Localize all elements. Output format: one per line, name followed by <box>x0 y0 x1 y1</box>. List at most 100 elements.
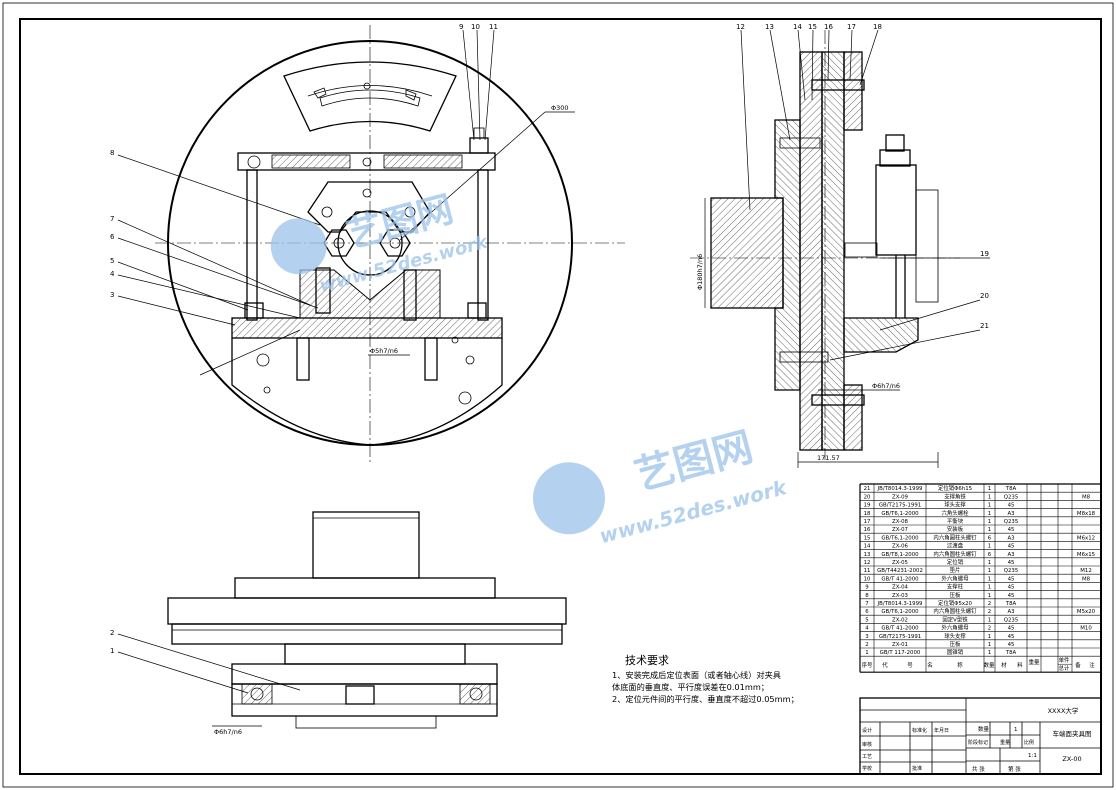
bom-cell-material: 45 <box>1008 560 1015 566</box>
label-20: 20 <box>980 292 989 300</box>
title-block: XXXX大学 车端面夹具图 ZX-00 数量 1 阶段标记 重量 比例 1:1 … <box>859 697 1102 775</box>
bom-cell-name: 内六角圆柱头螺钉 <box>933 533 977 541</box>
label-11: 11 <box>489 23 498 31</box>
bom-header-cell: 注 <box>1089 661 1095 669</box>
tech-requirements: 技术要求 1、安装完成后定位表面（或者轴心线）对夹具 体底面的垂直度、平行度误差… <box>612 654 799 704</box>
bom-cell-code: GB/T 117-2000 <box>880 650 921 656</box>
bom-cell-code: GB/T6,1-2000 <box>881 609 919 615</box>
bom-cell-no: 8 <box>865 593 869 599</box>
bom-cell-note: M6x15 <box>1077 552 1095 558</box>
bom-cell-name: 固定V型铁 <box>942 615 968 623</box>
bom-cell-no: 19 <box>864 503 871 509</box>
bom-cell-no: 10 <box>864 576 871 582</box>
bom-cell-qty: 1 <box>988 494 991 500</box>
bom-cell-name: 六角头螺栓 <box>942 509 970 517</box>
bom-cell-code: ZX-08 <box>892 519 908 525</box>
bom-cell-qty: 1 <box>988 585 991 591</box>
watermark-2: 艺图网 www.52des.work <box>532 424 790 548</box>
bom-cell-material: T8A <box>1005 650 1017 656</box>
bom-cell-code: GB/T44231-2002 <box>877 568 923 574</box>
bom-cell-qty: 1 <box>988 519 991 525</box>
tb-role-review: 审核 <box>862 741 872 748</box>
tb-qty-label: 数量 <box>978 725 990 733</box>
bom-cell-qty: 1 <box>988 560 991 566</box>
bom-cell-note: M8 <box>1082 576 1091 582</box>
tech-line-2: 体底面的垂直度、平行度误差在0.01mm； <box>612 682 769 692</box>
dim-phi6-side: Φ6h7/n6 <box>872 382 900 390</box>
bom-cell-code: ZX-07 <box>892 527 908 533</box>
bom-cell-no: 4 <box>865 626 869 632</box>
bom-cell-no: 12 <box>864 560 871 566</box>
bom-cell-name: 圆锥销 <box>947 648 964 656</box>
bom-cell-no: 2 <box>865 642 868 648</box>
bom-header-cell: 数量 <box>984 661 995 669</box>
bom-cell-qty: 6 <box>988 552 992 558</box>
bom-cell-material: Q235 <box>1004 617 1019 623</box>
bom-cell-name: 球头支撑 <box>944 501 966 509</box>
bom-cell-no: 5 <box>865 617 868 623</box>
bom-cell-note: M10 <box>1080 626 1092 632</box>
tb-role-design: 设计 <box>862 727 872 734</box>
bom-cell-material: 45 <box>1008 544 1015 550</box>
bom-cell-material: Q235 <box>1004 519 1019 525</box>
watermark-1: 艺图网 www.52des.work <box>270 189 491 297</box>
bom-cell-code: JB/T8014.3-1999 <box>877 601 923 607</box>
tb-weight-label: 重量 <box>1000 739 1010 746</box>
bom-cell-name: 内六角圆柱头螺钉 <box>933 550 977 558</box>
bom-cell-note: M12 <box>1080 568 1092 574</box>
bom-cell-note: M5x20 <box>1077 609 1096 615</box>
bom-cell-note: M8x18 <box>1077 511 1096 517</box>
bom-cell-qty: 1 <box>988 486 991 492</box>
bom-cell-name: 球头支撑 <box>944 632 966 640</box>
bom-header-cell: 单件 <box>1059 656 1070 664</box>
bom-header-cell: 总计 <box>1059 664 1070 672</box>
bom-cell-code: ZX-05 <box>892 560 908 566</box>
tb-scale: 1:1 <box>1028 753 1037 759</box>
bom-cell-code: GB/T2175-1991 <box>879 634 921 640</box>
bom-header-cell: 备 <box>1075 661 1081 669</box>
bom-cell-name: 定位销Φ6h15 <box>938 484 972 492</box>
label-17: 17 <box>847 23 856 31</box>
bom-cell-code: ZX-04 <box>892 585 908 591</box>
label-bottom-2: 2 <box>110 629 114 637</box>
bom-cell-code: ZX-06 <box>892 544 908 550</box>
bom-cell-name: 外六角螺母 <box>942 624 970 632</box>
bom-header-cell: 代 <box>882 661 888 669</box>
bom-cell-no: 21 <box>864 486 871 492</box>
tb-number: ZX-00 <box>1062 755 1081 763</box>
bom-header-cell: 名 <box>927 661 932 669</box>
bom-cell-note: M6x12 <box>1077 535 1095 541</box>
bom-cell-no: 7 <box>865 601 868 607</box>
bom-cell-code: GB/T6,1-2000 <box>881 511 919 517</box>
tb-school: XXXX大学 <box>1048 706 1079 715</box>
bom-cell-material: 45 <box>1008 527 1015 533</box>
bom-cell-material: A3 <box>1007 552 1014 558</box>
tech-title: 技术要求 <box>625 654 669 667</box>
dim-171: 171.57 <box>817 454 840 462</box>
label-18: 18 <box>873 23 882 31</box>
bom-cell-no: 15 <box>864 535 871 541</box>
bom-cell-name: 定位销 <box>947 558 964 566</box>
bom-header-cell: 序号 <box>862 661 873 669</box>
bom-cell-code: GB/T8,1-2000 <box>881 552 919 558</box>
label-10: 10 <box>471 23 480 31</box>
bom-cell-material: T8A <box>1005 486 1017 492</box>
bom-cell-code: ZX-03 <box>892 593 908 599</box>
bom-cell-name: 垫片 <box>950 566 961 574</box>
bom-cell-qty: 1 <box>988 511 991 517</box>
bom-cell-qty: 6 <box>988 535 992 541</box>
bom-header-cell: 号 <box>907 662 913 669</box>
bom-cell-name: 压板 <box>950 640 961 648</box>
bom-header-weight: 重量 <box>1029 658 1040 666</box>
bom-cell-qty: 1 <box>988 527 991 533</box>
tb-stage-label: 阶段标记 <box>968 739 988 746</box>
bom-cell-material: 45 <box>1008 642 1015 648</box>
bom-cell-qty: 1 <box>988 650 991 656</box>
dim-phi6-bottom: Φ6h7/n6 <box>214 728 242 736</box>
bom-cell-name: 压板 <box>950 591 961 599</box>
tb-drawing-name: 车端面夹具图 <box>1053 729 1092 738</box>
bom-cell-code: ZX-02 <box>892 617 908 623</box>
